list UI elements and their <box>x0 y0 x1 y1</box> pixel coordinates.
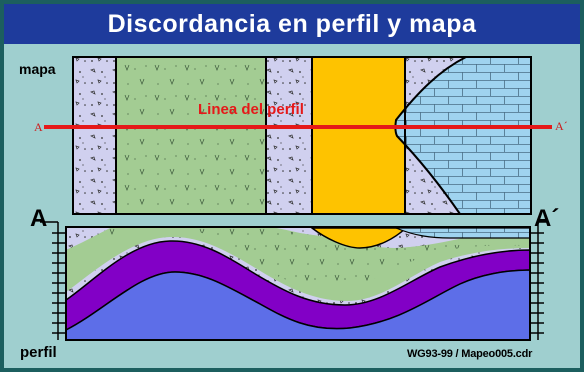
profile-green-unit <box>66 226 530 288</box>
map-endpoint-right-label: A´ <box>555 119 568 133</box>
map-yellow-band <box>312 57 405 214</box>
profile-endpoint-left-label: A <box>30 205 48 232</box>
map-endpoint-left-label: A <box>34 120 43 134</box>
profile-label: perfil <box>20 344 57 361</box>
figure-title: Discordancia en perfil y mapa <box>107 9 477 38</box>
map-green-band <box>116 57 266 214</box>
map-border <box>72 56 532 215</box>
profile-left-tick-scale <box>40 221 66 340</box>
profile-line-label: Linea del perfil <box>198 101 304 118</box>
geologic-profile <box>65 226 531 341</box>
profile-limestone-cap <box>395 227 531 239</box>
profile-yellow-lens <box>309 227 408 249</box>
map-label: mapa <box>19 61 56 77</box>
profile-breccia-left <box>66 227 112 250</box>
title-bar: Discordancia en perfil y mapa <box>4 4 580 44</box>
profile-right-tick-scale <box>530 221 548 340</box>
geologic-map <box>44 56 552 215</box>
map-breccia-band-middle <box>266 57 312 214</box>
profile-blue-unit <box>65 269 531 341</box>
profile-endpoint-right-label: A´ <box>534 205 560 232</box>
map-limestone-unconformity <box>394 56 532 215</box>
credit-text: WG93-99 / Mapeo005.cdr <box>407 348 533 360</box>
